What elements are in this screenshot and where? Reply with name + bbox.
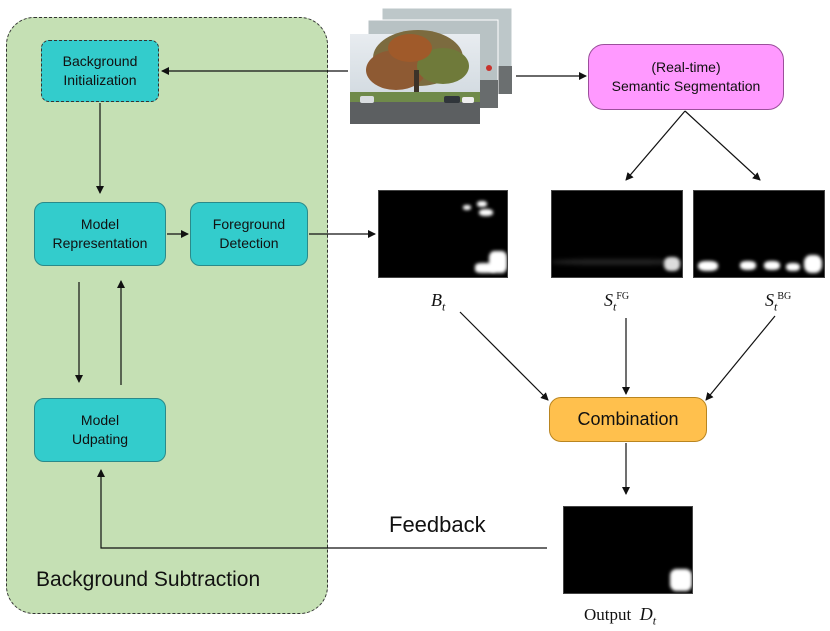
arrow-sem-to-sfg bbox=[625, 110, 686, 181]
arrow-sbg-to-comb bbox=[705, 315, 776, 401]
label-output: Output Dt bbox=[584, 604, 657, 628]
mask-output-image bbox=[563, 506, 693, 594]
background-subtraction-panel bbox=[6, 17, 328, 614]
arrow-feedback bbox=[97, 469, 547, 549]
mask-sfg-image bbox=[551, 190, 683, 278]
mask-sbg-image bbox=[693, 190, 825, 278]
model-representation-box: Model Representation bbox=[34, 202, 166, 266]
label-sbg: StBG bbox=[765, 290, 792, 314]
panel-title: Background Subtraction bbox=[36, 568, 261, 591]
model-updating-box: Model Udpating bbox=[34, 398, 166, 462]
foreground-detection-box: Foreground Detection bbox=[190, 202, 308, 266]
feedback-label: Feedback bbox=[389, 512, 486, 537]
frame-front bbox=[350, 30, 480, 124]
combination-box: Combination bbox=[549, 397, 707, 442]
arrow-b-to-comb bbox=[459, 311, 549, 401]
semantic-segmentation-box: (Real-time) Semantic Segmentation bbox=[588, 44, 784, 110]
video-frames-image bbox=[350, 7, 513, 124]
label-sfg: StFG bbox=[604, 290, 630, 314]
label-b: Bt bbox=[431, 290, 446, 314]
mask-b-image bbox=[378, 190, 508, 278]
background-initialization-box: Background Initialization bbox=[41, 40, 159, 102]
arrow-sem-to-sbg bbox=[684, 110, 761, 181]
